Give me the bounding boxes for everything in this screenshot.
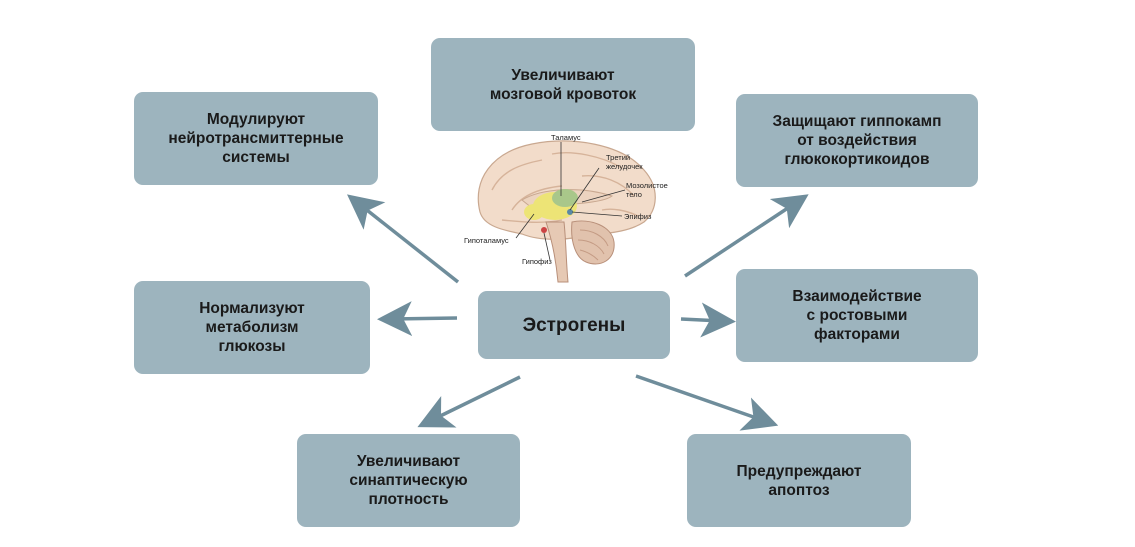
effect-bottom-left-line-3: плотность: [368, 491, 449, 508]
effect-right-line-1: Взаимодействие: [792, 288, 922, 305]
center-label: Эстрогены: [522, 314, 626, 336]
arrow-to-bottom-right: [635, 374, 779, 431]
effect-box-left: Нормализуют метаболизм глюкозы: [134, 281, 370, 374]
brain-illustration: Таламус Третий желудочек Мозолистое тело…: [464, 133, 668, 283]
effect-top-right-line-1: Защищают гиппокамп: [772, 113, 942, 130]
arrow-to-bottom-left: [417, 375, 521, 428]
effect-bottom-left-line-2: синаптическую: [349, 472, 468, 489]
label-corpus-callosum-1: Мозолистое: [626, 181, 668, 190]
arrow-to-top-left: [347, 194, 460, 284]
effect-box-top: Увеличивают мозговой кровоток: [431, 38, 695, 131]
effect-box-right: Взаимодействие с ростовыми факторами: [736, 269, 978, 362]
label-epiphysis: Эпифиз: [624, 212, 652, 221]
label-hypophysis: Гипофиз: [522, 257, 552, 266]
effect-top-left-line-3: системы: [222, 149, 290, 166]
center-box-estrogens: Эстрогены: [478, 291, 670, 359]
label-thalamus: Таламус: [551, 133, 581, 142]
effect-top-left-line-1: Модулируют: [206, 111, 306, 128]
effect-box-bottom-right: Предупреждают апоптоз: [687, 434, 911, 527]
effect-left-line-2: метаболизм: [205, 319, 299, 336]
effect-box-top-left: Модулируют нейротрансмиттерные системы: [134, 92, 378, 185]
effect-top-line-2: мозговой кровоток: [489, 85, 637, 103]
arrow-to-left: [377, 301, 458, 337]
effect-left-line-3: глюкозы: [218, 338, 286, 355]
arrow-to-top-right: [684, 194, 809, 278]
effect-bottom-right-line-2: апоптоз: [768, 481, 830, 499]
label-third-ventricle-2: желудочек: [606, 162, 643, 171]
effect-right-line-2: с ростовыми: [806, 307, 908, 324]
effect-right-line-3: факторами: [814, 326, 900, 343]
effect-box-top-right: Защищают гиппокамп от воздействия глюкок…: [736, 94, 978, 187]
effect-box-bottom-left: Увеличивают синаптическую плотность: [297, 434, 520, 527]
effect-top-right-line-2: от воздействия: [797, 132, 917, 149]
effect-top-left-line-2: нейротрансмиттерные: [168, 130, 344, 147]
effect-top-line-1: Увеличивают: [511, 66, 615, 84]
arrow-to-right: [680, 302, 736, 338]
brain-drawing: [477, 140, 656, 283]
label-third-ventricle-1: Третий: [606, 153, 630, 162]
label-corpus-callosum-2: тело: [626, 190, 642, 199]
effect-bottom-right-line-1: Предупреждают: [736, 462, 862, 480]
effect-top-right-line-3: глюкокортикоидов: [784, 151, 930, 168]
label-hypothalamus: Гипоталамус: [464, 236, 509, 245]
effect-left-line-1: Нормализуют: [199, 300, 305, 317]
effect-bottom-left-line-1: Увеличивают: [356, 453, 461, 470]
